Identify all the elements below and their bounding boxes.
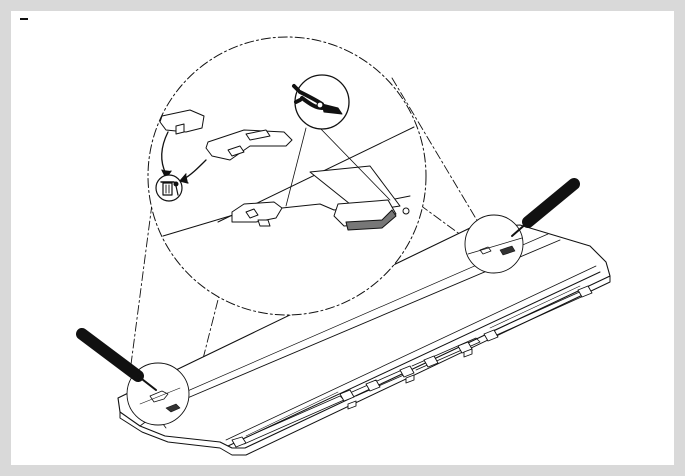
magnified-callout bbox=[147, 36, 427, 316]
left-cut-tab bbox=[231, 201, 283, 227]
current-step-number bbox=[20, 18, 28, 20]
latch-clips bbox=[231, 285, 593, 448]
trash-bin-icon bbox=[155, 174, 183, 202]
right-cut-tab bbox=[309, 165, 410, 231]
right-screwdriver bbox=[511, 178, 580, 237]
left-screwdriver bbox=[76, 328, 157, 391]
removed-parts bbox=[159, 109, 293, 161]
right-detail-circle bbox=[464, 214, 524, 274]
side-cutter-icon bbox=[292, 74, 350, 130]
cutter-guide-lines bbox=[285, 125, 391, 207]
step-indicator bbox=[20, 18, 31, 20]
